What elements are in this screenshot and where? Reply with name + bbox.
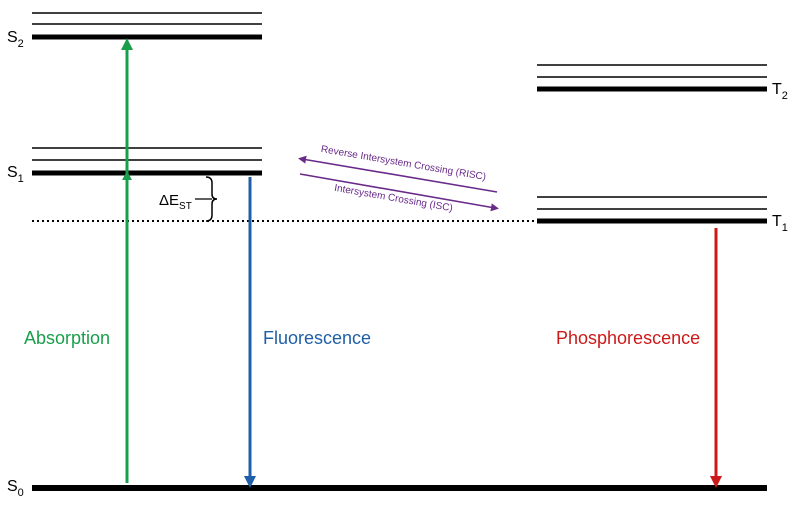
t2-manifold (537, 64, 767, 92)
s1-label: S1 (7, 164, 24, 185)
s1-manifold (32, 147, 262, 176)
t1-label: T1 (772, 213, 788, 234)
risc-label: Reverse Intersystem Crossing (RISC) (320, 144, 487, 183)
fluorescence-label: Fluorescence (263, 328, 371, 348)
t1-manifold (537, 196, 767, 224)
isc-label: Intersystem Crossing (ISC) (333, 183, 453, 214)
delta-est-bracket (205, 176, 218, 222)
absorption-s1-marker-icon (122, 171, 132, 180)
absorption-label: Absorption (24, 328, 110, 348)
s0-label: S0 (7, 478, 24, 499)
s2-label: S2 (7, 29, 24, 50)
delta-est-label: ΔEST (159, 192, 192, 212)
risc-arrow (298, 155, 498, 193)
isc-arrow (299, 173, 499, 212)
phosphorescence-label: Phosphorescence (556, 328, 700, 348)
s2-manifold (32, 12, 262, 40)
t2-label: T2 (772, 81, 788, 102)
